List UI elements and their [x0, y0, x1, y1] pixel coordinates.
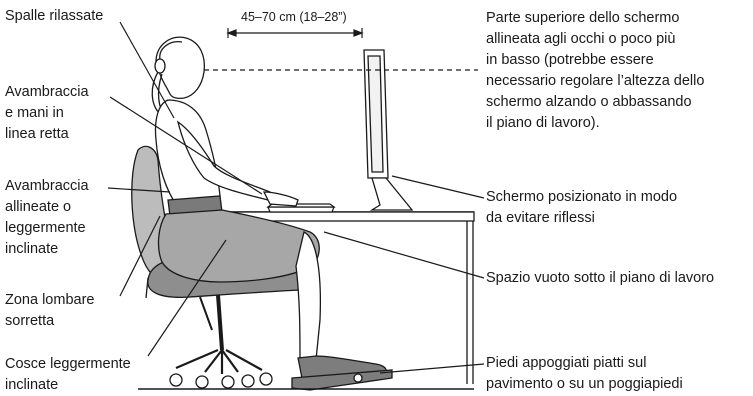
distance-label: 45–70 cm (18–28”)	[241, 10, 347, 24]
desk	[225, 211, 475, 384]
person-illustration	[151, 36, 393, 391]
keyboard-illustration	[266, 203, 336, 213]
label-feet: Piedi appoggiati piatti sul pavimento o …	[486, 355, 683, 392]
monitor-illustration	[363, 49, 414, 211]
label-thighs: Cosce leggermente inclinate	[5, 356, 131, 393]
label-shoulders: Spalle rilassate	[5, 8, 104, 24]
label-forearms-straight: Avambraccia e mani in linea retta	[5, 84, 89, 142]
label-forearms-level: Avambraccia allineate o leggermente incl…	[5, 178, 89, 257]
distance-arrow	[226, 28, 364, 38]
label-screen-top: Parte superiore dello schermo allineata …	[486, 10, 705, 131]
label-clearance: Spazio vuoto sotto il piano di lavoro	[486, 270, 715, 286]
leader-lines	[107, 21, 485, 374]
label-screen-glare: Schermo posizionato in modo da evitare r…	[486, 189, 678, 226]
label-lumbar: Zona lombare sorretta	[5, 292, 95, 329]
